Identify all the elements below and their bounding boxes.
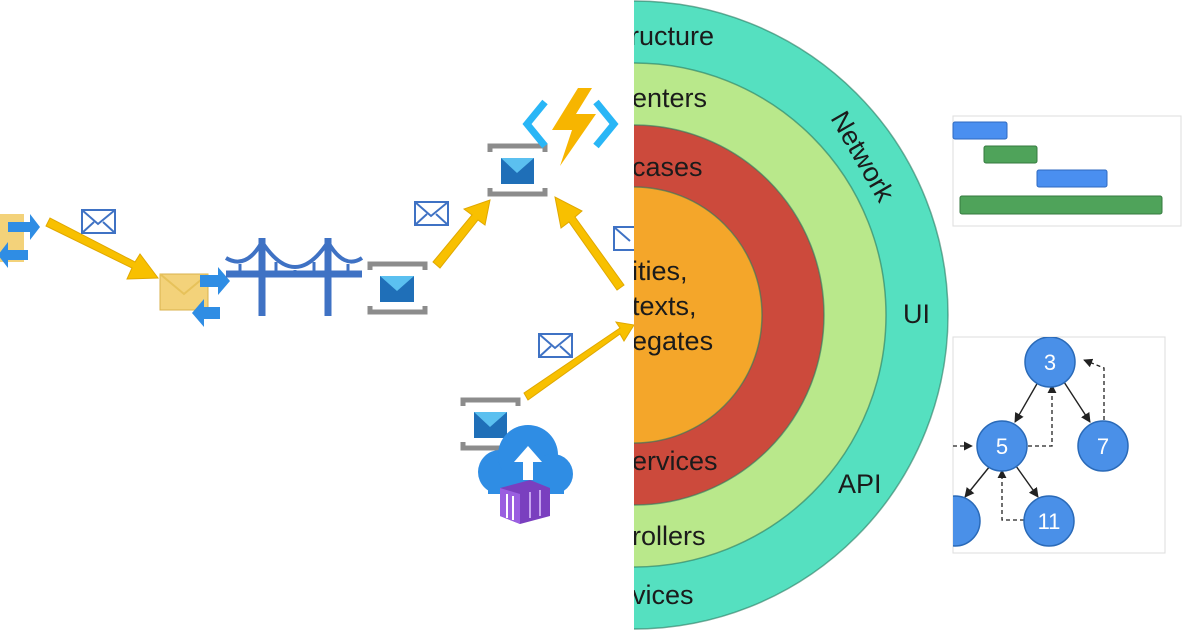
binary-tree-diagram: 3 5 7 11 xyxy=(952,336,1166,554)
tree-thread-edges xyxy=(953,358,1105,521)
edge-3-7 xyxy=(1063,381,1091,423)
thread-5-3 xyxy=(1028,384,1057,447)
envelope-icon xyxy=(414,201,449,226)
arrow-2 xyxy=(432,199,491,269)
container-icon xyxy=(500,480,550,524)
core-line-2: texts, xyxy=(632,291,697,321)
envelope-icon xyxy=(613,226,637,251)
thread-7-3 xyxy=(1083,358,1105,420)
tree-node-7: 7 xyxy=(1077,420,1129,472)
edge-3-5 xyxy=(1014,381,1039,423)
layer-label-use-cases: cases xyxy=(632,152,703,182)
ring-label-ui: UI xyxy=(903,299,930,329)
layer-label-presenters: enters xyxy=(632,83,707,113)
edge-5-left xyxy=(964,465,991,498)
label-controllers: rollers xyxy=(632,521,706,551)
node-label: 5 xyxy=(996,434,1008,459)
flow-arrows xyxy=(45,196,635,401)
bridge-icon xyxy=(224,238,364,316)
arrow-4 xyxy=(523,321,635,401)
tree-node-left xyxy=(953,495,981,547)
label-services-inner: ervices xyxy=(632,446,718,476)
service-bus-icon xyxy=(367,261,428,315)
arrow-3 xyxy=(554,196,625,291)
edge-5-11 xyxy=(1015,465,1039,498)
gantt-bar xyxy=(952,121,1008,140)
exchange-icon xyxy=(0,214,40,268)
messaging-flow-diagram xyxy=(0,88,637,524)
gantt-bar xyxy=(959,195,1163,215)
message-icons xyxy=(81,201,637,358)
tree-node-3: 3 xyxy=(1024,337,1076,388)
layer-core xyxy=(634,187,762,443)
queue-icon xyxy=(159,267,230,327)
thread-11-5 xyxy=(997,469,1024,521)
tree-node-5: 5 xyxy=(976,420,1028,472)
node-label: 3 xyxy=(1044,350,1056,375)
node-label: 7 xyxy=(1097,434,1109,459)
gantt-bar xyxy=(983,145,1038,164)
gantt-chart-snippet xyxy=(952,115,1182,227)
tree-node-11: 11 xyxy=(1023,495,1075,547)
service-bus-icon xyxy=(487,143,548,197)
service-bus-icon xyxy=(460,397,521,451)
arrow-1 xyxy=(45,217,159,280)
node-label: 11 xyxy=(1038,509,1061,534)
envelope-icon xyxy=(538,333,573,358)
label-services-outer: vices xyxy=(632,580,694,610)
gantt-bar xyxy=(1036,169,1108,188)
core-line-1: ities, xyxy=(632,256,688,286)
ring-label-api: API xyxy=(838,469,882,499)
envelope-icon xyxy=(81,209,116,234)
tree-edges xyxy=(964,381,1091,498)
core-line-3: egates xyxy=(632,326,713,356)
onion-architecture-diagram: ructure enters cases ities, texts, egate… xyxy=(630,0,964,630)
function-icon xyxy=(522,88,619,166)
layer-label-infrastructure: ructure xyxy=(630,21,714,51)
